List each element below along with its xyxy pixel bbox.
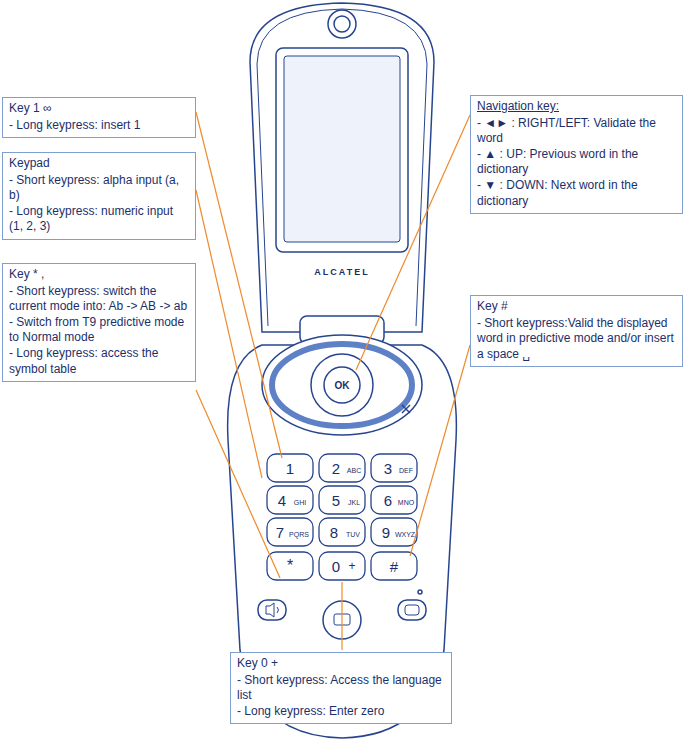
callout-text: - Long keypress: insert 1 <box>9 118 189 134</box>
key-legend: 0 <box>332 558 340 575</box>
callout-text: - ▼ : DOWN: Next word in the dictionary <box>477 178 676 209</box>
keypad-key <box>319 552 365 580</box>
right-soft-key <box>398 600 426 620</box>
key-legend: GHI <box>294 499 306 506</box>
key-legend: 3 <box>384 460 392 477</box>
callout-heading: Key # <box>477 299 676 315</box>
leader-line <box>196 390 280 578</box>
key-legend: MNO <box>398 499 414 506</box>
key-legend: JKL <box>348 499 360 506</box>
camera-lens <box>334 16 350 32</box>
keypad-key <box>319 486 365 514</box>
key-legend: PQRS <box>289 531 309 538</box>
screen <box>284 56 400 242</box>
key-legend: 7 <box>276 524 284 541</box>
leader-line <box>410 345 470 556</box>
callout-box: Key * ,- Short keypress: switch the curr… <box>2 263 196 382</box>
callout-text: - Short keypress: Access the language li… <box>237 673 445 704</box>
key-legend: # <box>390 558 398 575</box>
left-soft-key <box>258 600 286 620</box>
key-legend: 9 <box>382 524 390 541</box>
keypad-key <box>267 552 313 580</box>
callout-text: - Short keypress:Valid the displayed wor… <box>477 316 676 363</box>
keypad-key <box>371 552 417 580</box>
callout-text: - Long keypress: Enter zero <box>237 704 445 720</box>
callout-heading: Keypad <box>9 156 189 172</box>
leader-line <box>356 115 470 370</box>
ok-key <box>324 367 360 403</box>
key-legend: TUV <box>346 531 360 538</box>
key-legend: ABC <box>347 467 361 474</box>
callout-text: - Short keypress: alpha input (a, b) <box>9 173 189 204</box>
callout-heading: Key * , <box>9 267 189 283</box>
callout-text: - Switch from T9 predictive mode to Norm… <box>9 315 189 346</box>
callout-heading: Key 1 ∞ <box>9 101 189 117</box>
key-legend: 4 <box>278 492 286 509</box>
key-legend: DEF <box>399 467 413 474</box>
leader-line <box>341 582 342 650</box>
screen-frame <box>276 48 408 252</box>
callout-text: - Long keypress: numeric input (1, 2, 3) <box>9 204 189 235</box>
keypad-key <box>371 518 417 546</box>
speaker-symbol <box>266 603 279 617</box>
key-legend: 8 <box>330 524 338 541</box>
callout-heading: Navigation key: <box>477 99 676 115</box>
key-legend: 2 <box>332 460 340 477</box>
keypad-key <box>267 454 313 482</box>
microphone-hole <box>418 590 422 594</box>
callout-box: Key #- Short keypress:Valid the displaye… <box>470 295 683 367</box>
callout-box: Keypad- Short keypress: alpha input (a, … <box>2 152 196 240</box>
key-legend: WXYZ <box>395 531 415 538</box>
key-legend: + <box>348 559 355 573</box>
leader-line <box>196 190 262 478</box>
navigation-band <box>272 344 412 426</box>
menu-symbol <box>405 605 419 615</box>
callout-text: - ▲ : UP: Previous word in the dictionar… <box>477 147 676 178</box>
callout-heading: Key 0 + <box>237 656 445 672</box>
flip-bevel <box>257 9 427 326</box>
clear-key-symbol <box>402 405 410 413</box>
key-legend: OK <box>335 380 350 391</box>
keypad-key <box>371 486 417 514</box>
callout-text: - Short keypress: switch the current mod… <box>9 284 189 315</box>
navigation-ring <box>262 335 422 435</box>
keypad-key <box>267 518 313 546</box>
phone-flip <box>250 3 434 332</box>
keypad-key <box>267 486 313 514</box>
phone-body <box>228 345 457 738</box>
callout-text: - Long keypress: access the symbol table <box>9 346 189 377</box>
navigation-centre <box>311 354 373 416</box>
callout-text: - ◄► : RIGHT/LEFT: Validate the word <box>477 116 676 147</box>
key-legend: * <box>287 557 293 575</box>
camera-ring <box>328 10 356 38</box>
callout-box: Navigation key:- ◄► : RIGHT/LEFT: Valida… <box>470 95 683 214</box>
keypad-key <box>371 454 417 482</box>
key-legend: 1 <box>286 460 294 477</box>
brand-name: ALCATEL <box>314 267 369 277</box>
callout-box: Key 1 ∞- Long keypress: insert 1 <box>2 97 196 138</box>
callout-box: Key 0 +- Short keypress: Access the lang… <box>230 652 452 724</box>
key-legend: 5 <box>332 492 340 509</box>
keypad-key <box>319 518 365 546</box>
leader-line <box>196 112 282 458</box>
keypad-key <box>319 454 365 482</box>
key-legend: 6 <box>384 492 392 509</box>
